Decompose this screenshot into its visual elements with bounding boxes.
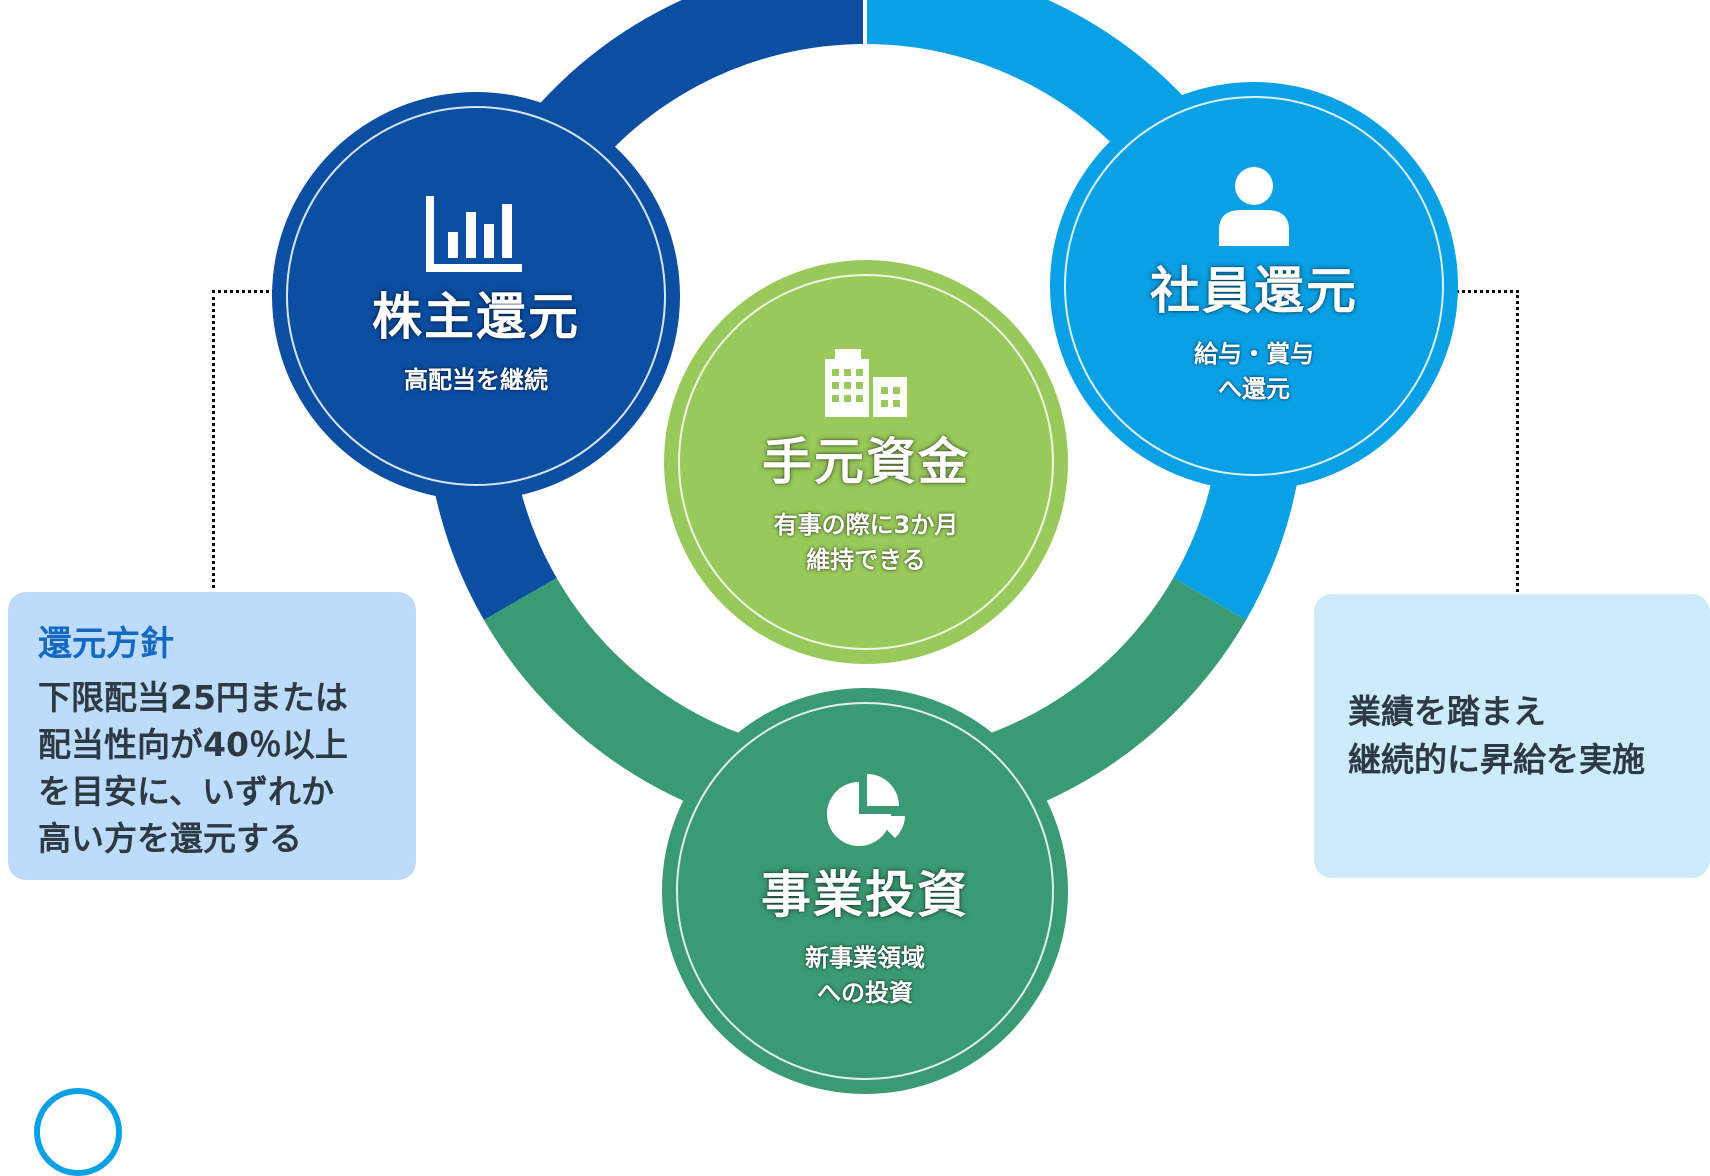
business-investment-circle: 事業投資 新事業領域 への投資 <box>662 688 1068 1094</box>
shareholder-desc: 高配当を継続 <box>404 366 548 395</box>
employee-policy-box: 業績を踏まえ 継続的に昇給を実施 <box>1314 594 1710 878</box>
shareholder-return-circle: 株主還元 高配当を継続 <box>272 92 680 500</box>
employee-title: 社員還元 <box>1150 261 1358 320</box>
policy-line: を目安に、いずれか <box>38 771 335 811</box>
cash-reserve-circle: 手元資金 有事の際に3か月 維持できる <box>664 260 1068 664</box>
connector-shareholder <box>212 290 275 595</box>
person-icon <box>1217 166 1291 250</box>
investment-title: 事業投資 <box>761 865 969 924</box>
shareholder-title: 株主還元 <box>372 288 580 347</box>
policy-line: 高い方を還元する <box>38 818 302 858</box>
employee-desc: 給与・賞与 へ還元 <box>1194 339 1314 403</box>
employee-return-circle: 社員還元 給与・賞与 へ還元 <box>1050 82 1458 490</box>
building-icon <box>823 347 909 421</box>
employee-line: 業績を踏まえ <box>1348 692 1546 732</box>
cash-desc: 有事の際に3か月 維持できる <box>773 510 959 574</box>
page-marker-circle <box>34 1088 122 1176</box>
policy-line: 配当性向が40％以上 <box>38 724 348 764</box>
pie-chart-icon <box>823 772 907 854</box>
employee-line: 継続的に昇給を実施 <box>1348 740 1645 779</box>
cash-title: 手元資金 <box>762 432 970 491</box>
bar-chart-icon <box>426 194 526 276</box>
employee-policy-text: 業績を踏まえ 継続的に昇給を実施 <box>1348 688 1710 784</box>
policy-line: 下限配当25円または <box>38 678 348 717</box>
return-policy-title: 還元方針 <box>38 624 174 664</box>
connector-employee <box>1456 290 1519 597</box>
return-policy-box: 還元方針 下限配当25円または 配当性向が40％以上 を目安に、いずれか 高い方… <box>8 592 416 880</box>
investment-desc: 新事業領域 への投資 <box>805 943 925 1007</box>
return-policy-text: 下限配当25円または 配当性向が40％以上 を目安に、いずれか 高い方を還元する <box>38 675 386 862</box>
